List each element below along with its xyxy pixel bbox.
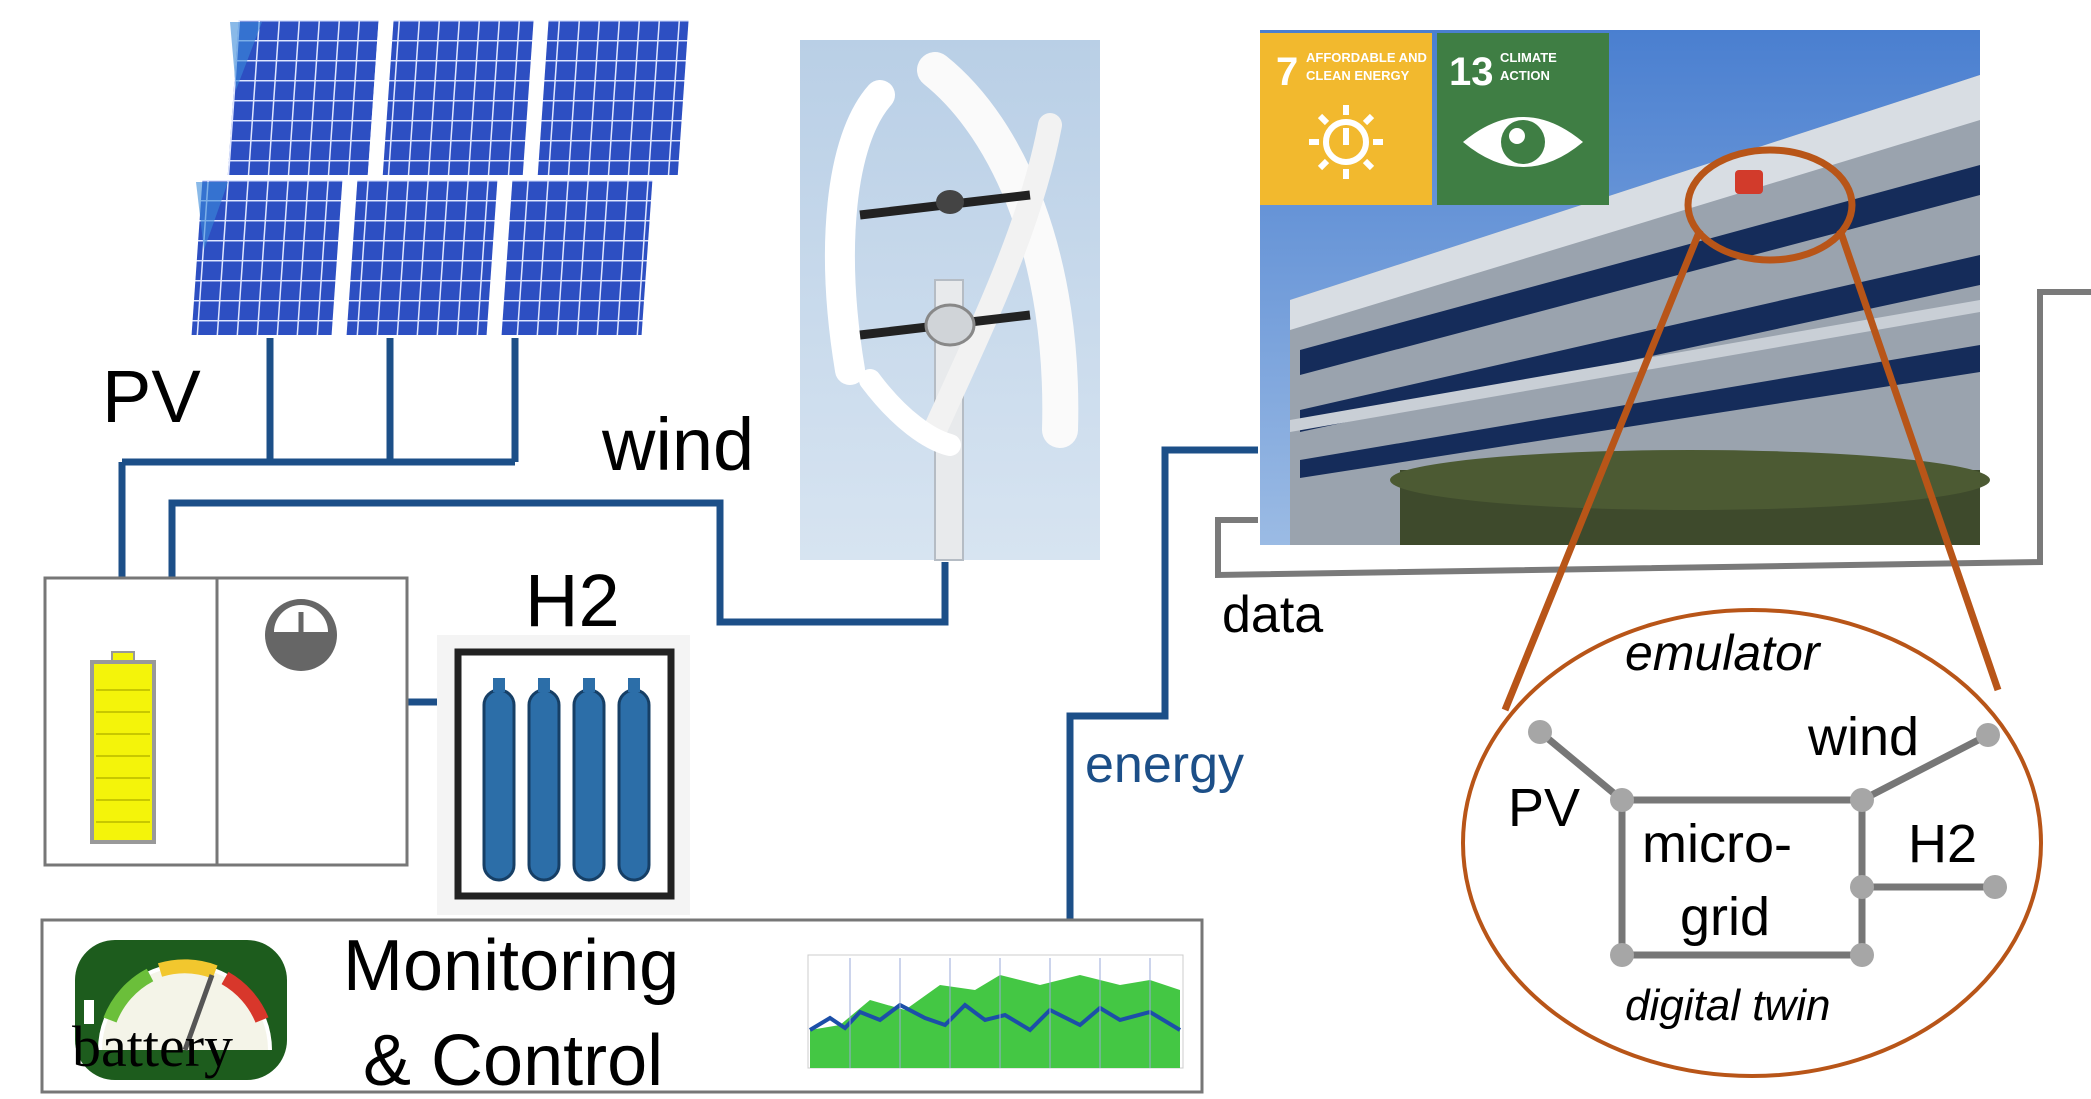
svg-text:AFFORDABLE AND: AFFORDABLE AND [1306, 50, 1427, 65]
battery-cabinet [43, 576, 409, 867]
twin-core-line2: grid [1680, 887, 1770, 947]
twin-subtitle: digital twin [1625, 981, 1830, 1030]
wind-label: wind [601, 403, 754, 486]
svg-text:13: 13 [1449, 50, 1494, 94]
meter-icon [265, 599, 337, 671]
twin-h2-label: H2 [1908, 814, 1977, 874]
sdg7-tile: 7 AFFORDABLE AND CLEAN ENERGY [1260, 33, 1432, 205]
twin-core-line1: micro- [1642, 814, 1792, 874]
twin-nodes [1528, 720, 2007, 967]
gauge-battery-label: battery [72, 1014, 233, 1079]
h2-tanks-image [437, 635, 690, 915]
zoom-callout [1461, 146, 2043, 1078]
svg-text:7: 7 [1276, 50, 1298, 94]
data-line [1215, 289, 2091, 579]
twin-title: emulator [1625, 625, 1822, 681]
twin-wind-label: wind [1807, 707, 1919, 767]
sdg13-tile: 13 CLIMATE ACTION [1437, 33, 1609, 205]
eye-globe-icon [1463, 117, 1583, 167]
monitoring-chart [807, 954, 1184, 1069]
monitoring-title: Monitoring [343, 926, 679, 1006]
twin-pv-label: PV [1508, 778, 1580, 838]
wind-turbine-image [800, 40, 1100, 561]
svg-text:CLEAN ENERGY: CLEAN ENERGY [1306, 68, 1410, 83]
battery-gauge [75, 940, 287, 1080]
svg-text:CLIMATE: CLIMATE [1500, 50, 1557, 65]
control-title: & Control [363, 1021, 663, 1099]
svg-text:ACTION: ACTION [1500, 68, 1550, 83]
pv-label: PV [102, 355, 201, 438]
pv-panels-image [191, 20, 689, 335]
battery-icon [90, 651, 156, 844]
energy-label: energy [1085, 736, 1244, 794]
sun-power-icon [1309, 105, 1383, 179]
energy-lines [118, 338, 1258, 920]
monitoring-panel: battery Monitoring & Control [40, 918, 1204, 1099]
h2-label: H2 [525, 559, 620, 642]
data-label: data [1222, 586, 1323, 644]
